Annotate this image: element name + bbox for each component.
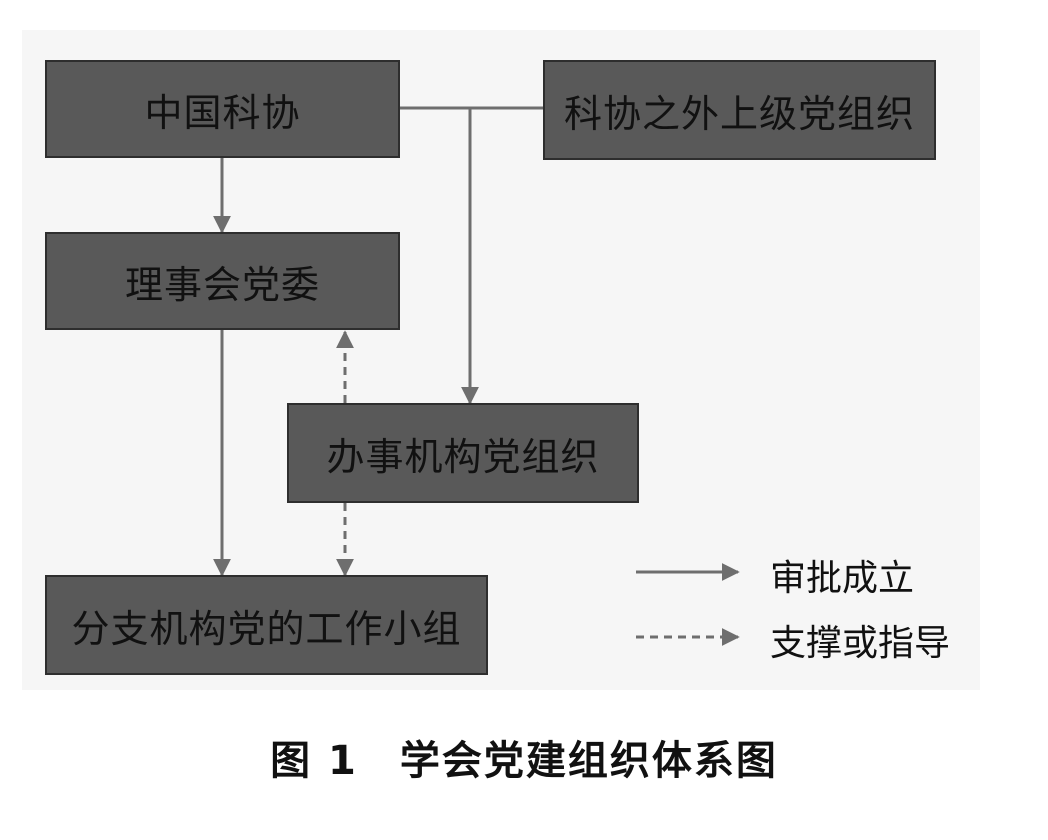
node-branch-working-group: 分支机构党的工作小组 bbox=[45, 575, 488, 675]
node-office-party-org: 办事机构党组织 bbox=[287, 403, 639, 503]
node-council-party-committee: 理事会党委 bbox=[45, 232, 400, 330]
legend-dashed-label: 支撑或指导 bbox=[770, 623, 951, 664]
legend-solid-label: 审批成立 bbox=[770, 558, 915, 599]
figure-caption: 图 1 学会党建组织体系图 bbox=[270, 738, 778, 784]
node-cast: 中国科协 bbox=[45, 60, 400, 158]
node-external-party: 科协之外上级党组织 bbox=[543, 60, 936, 160]
